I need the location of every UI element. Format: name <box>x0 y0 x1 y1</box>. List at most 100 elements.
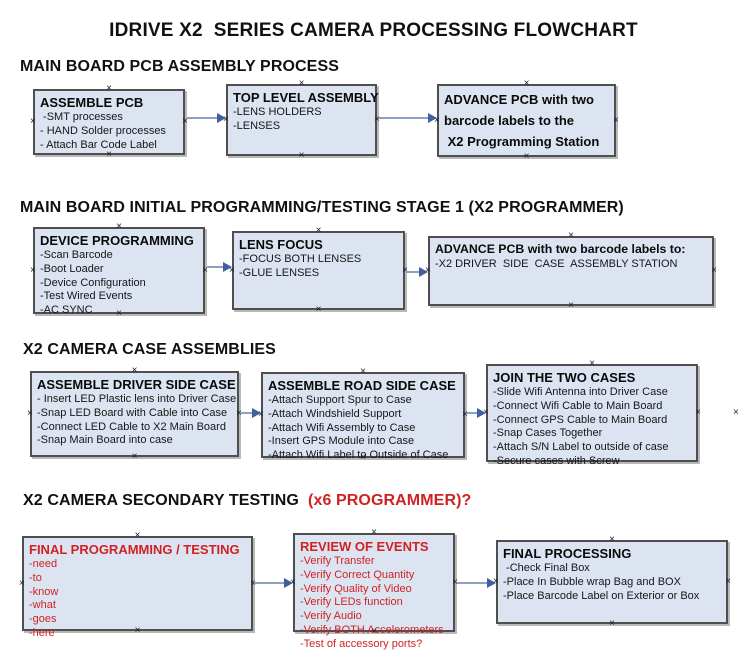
connection-handle-icon: × <box>733 407 739 418</box>
box-item: -X2 DRIVER SIDE CASE ASSEMBLY STATION <box>435 258 678 270</box>
box-item: -goes <box>29 613 57 626</box>
connection-handle-icon: × <box>30 116 36 127</box>
box-title: DEVICE PROGRAMMING <box>40 233 194 248</box>
box-item: -Test Wired Events <box>40 290 133 303</box>
flow-arrow <box>467 408 486 418</box>
box-items: -LENS HOLDERS -LENSES <box>233 106 373 134</box>
box-title: ASSEMBLE ROAD SIDE CASE <box>268 378 456 393</box>
box-item: -SMT processes <box>40 111 123 123</box>
flow-arrow <box>255 578 293 588</box>
box-items: -Check Final Box -Place In Bubble wrap B… <box>503 562 724 603</box>
flow-arrow <box>207 262 232 272</box>
box-item: -to <box>29 571 42 584</box>
flow-box-advance-pcb-driver-side-station: ADVANCE PCB with two barcode labels to: … <box>425 231 717 311</box>
box-items: -SMT processes - HAND Solder processes -… <box>40 111 181 152</box>
box-item: -Attach Windshield Support <box>268 407 402 420</box>
box-items: -X2 DRIVER SIDE CASE ASSEMBLY STATION <box>435 258 710 272</box>
box-item: -Place Barcode Label on Exterior or Box <box>503 589 700 602</box>
box-item: -Verify Quality of Video <box>300 582 412 595</box>
box-item: -Slide Wifi Antenna into Driver Case <box>493 386 668 398</box>
connection-handle-icon: × <box>131 365 138 376</box>
section-heading-case-assemblies: X2 CAMERA CASE ASSEMBLIES <box>23 341 276 358</box>
box-item: ADVANCE PCB with two <box>444 92 594 107</box>
box-item: -Verify LEDs function <box>300 596 403 609</box>
box-item: -Verify Transfer <box>300 555 375 567</box>
box-items: -Slide Wifi Antenna into Driver Case -Co… <box>493 386 694 469</box>
connection-handle-icon: × <box>613 114 619 126</box>
flow-arrow <box>379 113 437 123</box>
box-item: -FOCUS BOTH LENSES <box>239 253 362 265</box>
connection-handle-icon: × <box>19 577 25 589</box>
box-item: -Snap Main Board into case <box>37 434 173 447</box>
box-items: - Insert LED Plastic lens into Driver Ca… <box>37 393 236 448</box>
box-item: -LENSES <box>233 119 281 132</box>
connection-handle-icon: × <box>106 83 112 94</box>
connection-handle-icon: × <box>725 576 731 587</box>
section-heading-pcb-assembly: MAIN BOARD PCB ASSEMBLY PROCESS <box>20 58 339 75</box>
box-items: -Attach Support Spur to Case -Attach Win… <box>268 394 461 463</box>
flow-box-final-processing: FINAL PROCESSING -Check Final Box -Place… <box>493 535 731 629</box>
box-item: -LENS HOLDERS <box>233 106 322 118</box>
connection-handle-icon: × <box>568 230 574 241</box>
box-item: -Insert GPS Module into Case <box>268 435 415 448</box>
connection-handle-icon: × <box>609 618 615 629</box>
box-item: X2 Programming Station <box>444 134 600 149</box>
flow-box-join-the-two-cases: JOIN THE TWO CASES -Slide Wifi Antenna i… <box>483 359 701 467</box>
flow-box-top-level-assembly: TOP LEVEL ASSEMBLY -LENS HOLDERS -LENSES… <box>223 79 380 161</box>
box-item: -GLUE LENSES <box>239 266 320 279</box>
flow-arrow <box>187 113 226 123</box>
box-item: -Snap Cases Together <box>493 427 603 440</box>
box-item: -what <box>29 599 56 612</box>
connection-handle-icon: × <box>315 225 322 236</box>
box-item: -Verify BOTH Accelerometers <box>300 623 444 636</box>
flow-box-assemble-driver-side-case: ASSEMBLE DRIVER SIDE CASE - Insert LED P… <box>27 366 242 462</box>
box-item: -know <box>29 585 59 598</box>
connection-handle-icon: × <box>523 78 530 89</box>
box-title: ASSEMBLE DRIVER SIDE CASE <box>37 377 236 392</box>
connection-handle-icon: × <box>134 530 141 541</box>
connection-handle-icon: × <box>27 408 33 419</box>
box-title: FINAL PROGRAMMING / TESTING <box>29 542 240 557</box>
section-heading-initial-programming: MAIN BOARD INITIAL PROGRAMMING/TESTING S… <box>20 199 624 216</box>
box-items: ADVANCE PCB with two barcode labels to t… <box>444 89 612 152</box>
box-item: -Snap LED Board with Cable into Case <box>37 406 228 419</box>
box-item: -Place In Bubble wrap Bag and BOX <box>503 575 681 588</box>
box-title: TOP LEVEL ASSEMBLY <box>233 90 379 105</box>
box-items: -need -to -know -what -goes -here <box>29 558 249 641</box>
box-item: -Attach Support Spur to Case <box>268 394 412 406</box>
flow-box-advance-pcb-programming-station: ADVANCE PCB with two barcode labels to t… <box>434 79 619 162</box>
connection-handle-icon: × <box>609 534 615 545</box>
box-item: -AC SYNC <box>40 304 93 317</box>
box-title: JOIN THE TWO CASES <box>493 370 636 385</box>
box-item: -Device Configuration <box>40 276 146 289</box>
box-item: -need <box>29 558 58 570</box>
flow-box-assemble-pcb: ASSEMBLE PCB -SMT processes - HAND Solde… <box>30 84 188 160</box>
flow-box-final-programming-testing: FINAL PROGRAMMING / TESTING -need -to -k… <box>19 531 256 639</box>
box-title: ASSEMBLE PCB <box>40 95 144 110</box>
section-heading-secondary-testing: X2 CAMERA SECONDARY TESTING (x6 PROGRAMM… <box>23 492 471 510</box>
box-item: -Attach Wifi Label to Outside of Case <box>268 449 449 462</box>
heading-black-part: X2 CAMERA SECONDARY TESTING <box>23 492 309 509</box>
connection-handle-icon: × <box>182 116 188 127</box>
box-item: -Verify Correct Quantity <box>300 568 415 581</box>
connection-handle-icon: × <box>523 151 530 162</box>
flow-arrow <box>241 408 261 418</box>
box-item: - HAND Solder processes <box>40 124 166 137</box>
connection-handle-icon: × <box>695 407 701 418</box>
box-item: -Connect LED Cable to X2 Main Board <box>37 420 226 433</box>
flow-box-device-programming: DEVICE PROGRAMMING -Scan Barcode -Boot L… <box>30 222 208 319</box>
box-title: LENS FOCUS <box>239 237 323 252</box>
box-item: -Connect GPS Cable to Main Board <box>493 413 668 426</box>
box-item: -Connect Wifi Cable to Main Board <box>493 399 663 412</box>
connection-handle-icon: × <box>315 304 322 315</box>
connection-handle-icon: × <box>360 366 366 377</box>
box-item: -Check Final Box <box>503 562 590 574</box>
connection-handle-icon: × <box>131 451 138 462</box>
flow-arrow <box>406 267 428 277</box>
connection-handle-icon: × <box>371 527 377 538</box>
box-item: -Test of accessory ports? <box>300 637 423 650</box>
box-item: -Secure cases with Screw <box>493 454 620 467</box>
connection-handle-icon: × <box>298 150 305 161</box>
flow-box-lens-focus: LENS FOCUS -FOCUS BOTH LENSES -GLUE LENS… <box>229 226 408 315</box>
connection-handle-icon: × <box>568 300 574 311</box>
